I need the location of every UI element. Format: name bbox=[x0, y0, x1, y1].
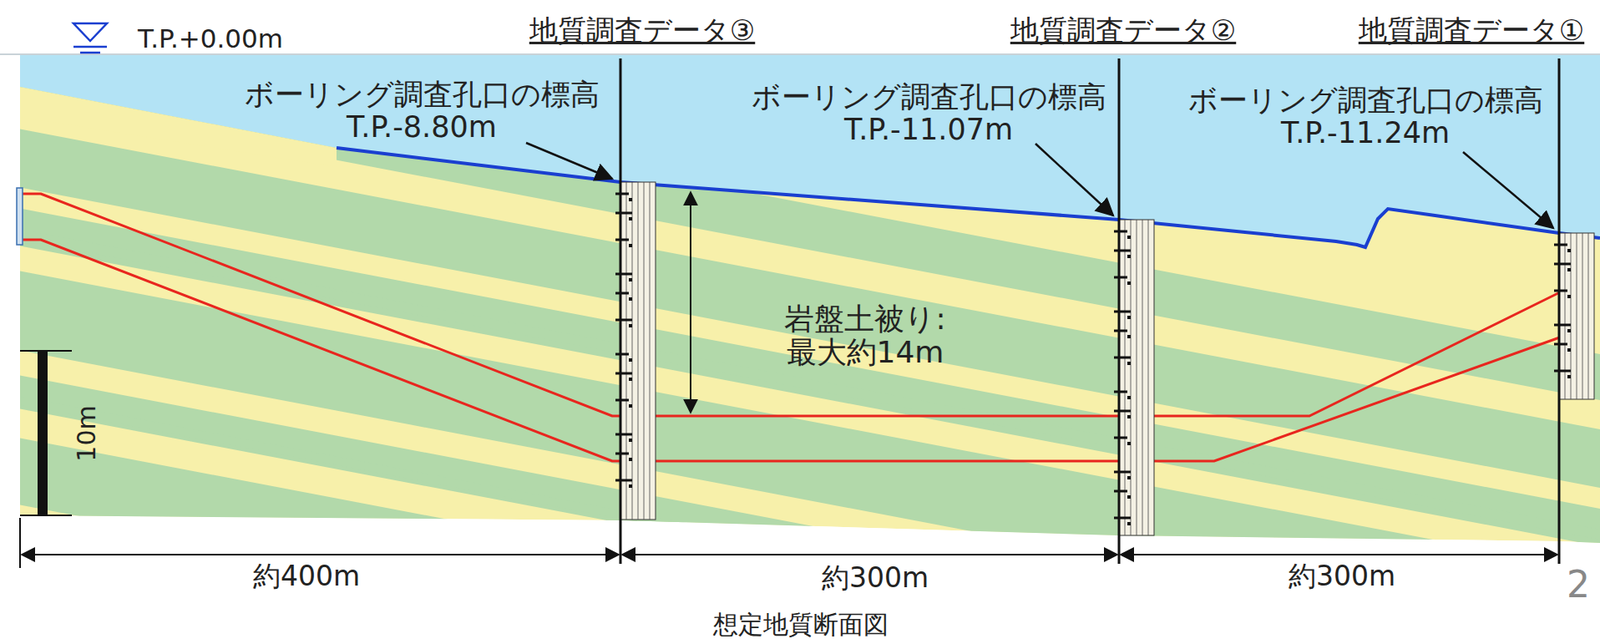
survey-heading: 地質調査データ③ bbox=[529, 14, 755, 46]
distance-dimension bbox=[21, 553, 619, 556]
mudstone-layer bbox=[0, 392, 1600, 644]
seabed-line bbox=[336, 147, 1600, 248]
distance-dimension bbox=[622, 553, 1118, 556]
distance-label: 約300m bbox=[821, 562, 929, 594]
dimension-tick bbox=[19, 517, 21, 568]
mudstone-layer bbox=[0, 225, 1600, 540]
mudstone-layer bbox=[0, 267, 1600, 644]
scale-label: 10m bbox=[72, 405, 102, 461]
caption: 想定地質断面図 bbox=[713, 610, 889, 639]
survey-line bbox=[1118, 58, 1121, 564]
distance-label: 約400m bbox=[253, 561, 360, 593]
geology bbox=[0, 50, 1600, 644]
mudstone-layer bbox=[0, 517, 1600, 644]
tunnel-crown bbox=[20, 193, 1567, 416]
tunnel-invert bbox=[20, 239, 1567, 461]
leader-arrow bbox=[526, 142, 613, 179]
survey-line bbox=[1558, 58, 1561, 564]
page-number: 2 bbox=[1566, 563, 1590, 605]
survey-heading: 地質調査データ① bbox=[1358, 14, 1585, 46]
mudstone-layer bbox=[0, 434, 1600, 644]
water-level-symbol bbox=[73, 23, 107, 53]
scale-bar bbox=[20, 349, 72, 516]
elevation-callout: ボーリング調査孔口の標高 T.P.-11.24m bbox=[1177, 84, 1554, 150]
leader-arrow bbox=[1035, 143, 1114, 216]
cover-note: 岩盤土被り: 最大約14m bbox=[760, 302, 970, 370]
water-level-label: T.P.+0.00m bbox=[137, 24, 284, 54]
survey-line bbox=[619, 58, 623, 564]
shaft-marker bbox=[16, 187, 23, 245]
cover-dimension bbox=[689, 192, 692, 413]
water-surface bbox=[0, 53, 1600, 56]
distance-label: 約300m bbox=[1288, 561, 1396, 593]
leader-arrow bbox=[1463, 151, 1554, 228]
elevation-callout: ボーリング調査孔口の標高 T.P.-8.80m bbox=[233, 78, 610, 144]
elevation-callout: ボーリング調査孔口の標高 T.P.-11.07m bbox=[740, 81, 1117, 147]
survey-heading: 地質調査データ② bbox=[1010, 14, 1236, 46]
distance-dimension bbox=[1120, 553, 1558, 556]
